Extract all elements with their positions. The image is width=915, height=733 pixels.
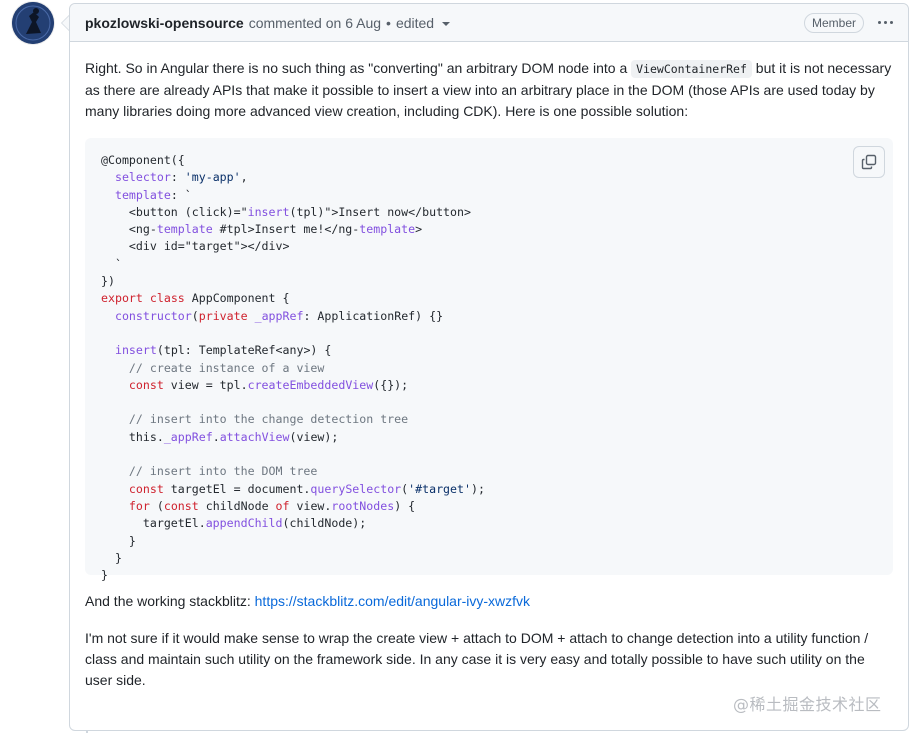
watermark: @稀土掘金技术社区	[733, 695, 882, 714]
copy-button[interactable]	[853, 146, 885, 178]
comment-action: commented on	[248, 14, 342, 31]
code-line: // insert into the change detection tree	[101, 412, 409, 427]
code-line	[101, 394, 877, 411]
code-line: insert(tpl: TemplateRef<any>) {	[114, 343, 332, 358]
paragraph-link: And the working stackblitz: https://stac…	[85, 591, 893, 612]
copy-icon	[861, 154, 877, 170]
stackblitz-link[interactable]: https://stackblitz.com/edit/angular-ivy-…	[254, 593, 531, 609]
code-line: // create instance of a view	[101, 360, 325, 375]
code-line	[101, 446, 877, 463]
kebab-horizontal-icon[interactable]	[878, 17, 893, 28]
paragraph-intro-text-2: but it is not necessary as there are alr…	[85, 60, 892, 119]
code-line: const view = tpl.createEmbeddedView({});	[128, 377, 409, 392]
code-line: `	[101, 256, 122, 271]
code-line: // insert into the DOM tree	[101, 464, 318, 479]
triangle-down-icon	[442, 21, 451, 26]
author-avatar[interactable]	[12, 2, 54, 44]
comment-header: pkozlowski-opensource commented on 6 Aug…	[70, 4, 908, 42]
code-line: for (const childNode of view.rootNodes) …	[128, 498, 416, 513]
code-line: const targetEl = document.querySelector(…	[128, 481, 485, 496]
avatar-image	[12, 2, 54, 44]
code-line: this._appRef.attachView(view);	[101, 429, 339, 444]
comment-caret-fill	[62, 15, 70, 31]
code-content: @Component({ selector: 'my-app', templat…	[101, 152, 877, 584]
role-badge: Member	[803, 12, 864, 33]
timeline-line	[86, 730, 88, 733]
code-line: @Component({	[101, 153, 185, 167]
code-line: <ng-template #tpl>Insert me!</ng-templat…	[101, 222, 423, 237]
code-line: export class AppComponent {	[101, 291, 290, 306]
paragraph-intro: Right. So in Angular there is no such th…	[85, 58, 893, 122]
comment-box: pkozlowski-opensource commented on 6 Aug…	[69, 3, 909, 731]
code-line	[101, 325, 877, 342]
code-line: template: `	[114, 187, 192, 202]
code-line: })	[101, 274, 115, 289]
code-line: <button (click)="insert(tpl)">Insert now…	[101, 204, 471, 219]
author-name[interactable]: pkozlowski-opensource	[85, 14, 244, 31]
code-line: <div id="target"></div>	[101, 239, 290, 254]
paragraph-link-text: And the working stackblitz:	[85, 593, 255, 609]
inline-code: ViewContainerRef	[631, 60, 752, 78]
edited-label: edited	[395, 14, 435, 31]
code-line: }	[101, 568, 108, 583]
code-line: }	[101, 533, 136, 548]
paragraph-conclusion: I'm not sure if it would make sense to w…	[85, 630, 869, 688]
code-line: constructor(private _appRef: Application…	[114, 308, 444, 323]
code-block: @Component({ selector: 'my-app', templat…	[85, 138, 893, 582]
code-line: selector: 'my-app',	[114, 170, 248, 185]
separator: •	[386, 14, 391, 31]
comment-date[interactable]: 6 Aug	[345, 14, 382, 31]
code-line: targetEl.appendChild(childNode);	[101, 516, 367, 531]
header-actions: Member	[803, 12, 893, 33]
code-line: }	[101, 550, 122, 565]
comment-body: Right. So in Angular there is no such th…	[70, 42, 908, 691]
edited-dropdown[interactable]: edited	[395, 14, 451, 31]
paragraph-intro-text-1: Right. So in Angular there is no such th…	[85, 60, 632, 76]
